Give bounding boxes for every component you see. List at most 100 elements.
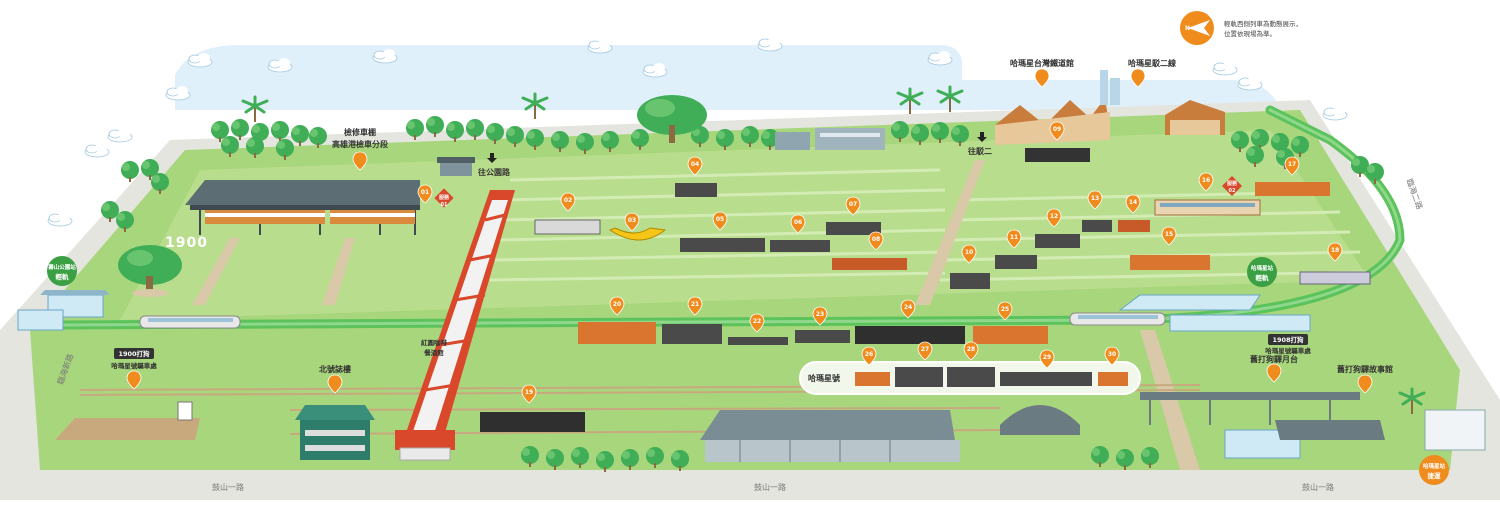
exhibit-marker-number: 29 xyxy=(1043,354,1051,361)
exhibit-marker-19[interactable]: 19 xyxy=(521,384,537,404)
lrt-train-east xyxy=(1069,312,1166,326)
story-hall-building xyxy=(1224,409,1486,459)
exhibit-marker-30[interactable]: 30 xyxy=(1104,346,1120,366)
exhibit-marker-02[interactable]: 02 xyxy=(560,192,576,212)
exhibit-marker-number: 06 xyxy=(794,219,802,226)
arrow-up-icon xyxy=(977,132,987,142)
exhibit-marker-05[interactable]: 05 xyxy=(712,211,728,231)
mrt-station-badge[interactable]: 哈瑪星站 捷運 xyxy=(1419,455,1449,485)
entrance-02-line2: 02 xyxy=(1229,188,1236,194)
exhibit-marker-number: 10 xyxy=(965,249,973,256)
hall-1900-label: 哈瑪星號驅車處 xyxy=(111,361,157,370)
entrance-01-line2: 01 xyxy=(441,202,448,208)
lrt-station-east xyxy=(1118,294,1311,332)
exhibit-marker-number: 03 xyxy=(628,217,636,224)
exhibit-marker-number: 01 xyxy=(421,189,429,196)
exhibit-marker-15[interactable]: 15 xyxy=(1161,226,1177,246)
road-bottom-right: 鼓山一路 xyxy=(1302,482,1334,492)
exhibit-marker-16[interactable]: 16 xyxy=(1198,172,1214,192)
entrance-02-badge[interactable]: 服務 02 xyxy=(1222,176,1242,196)
exhibit-marker-29[interactable]: 29 xyxy=(1039,349,1055,369)
exhibit-marker-number: 17 xyxy=(1288,161,1296,168)
exhibit-marker-number: 19 xyxy=(525,389,533,396)
banyan-tree-west xyxy=(118,245,182,297)
exhibit-marker-14[interactable]: 14 xyxy=(1125,194,1141,214)
lrt-station-west-badge[interactable]: 壽山公園站 輕軌 xyxy=(47,256,77,286)
entrance-01-badge[interactable]: 服務 01 xyxy=(434,188,454,208)
exhibit-marker-23[interactable]: 23 xyxy=(812,306,828,326)
exhibit-marker-17[interactable]: 17 xyxy=(1284,156,1300,176)
exhibit-marker-number: 04 xyxy=(691,161,699,168)
compass-icon[interactable]: N xyxy=(1180,11,1214,45)
exhibit-marker-number: 15 xyxy=(1165,231,1173,238)
lrt-station-east-badge[interactable]: 哈瑪星站 輕軌 xyxy=(1247,257,1277,287)
road-right-side: 臨海二路 xyxy=(1405,177,1425,210)
lrt-west-line2: 輕軌 xyxy=(56,272,70,281)
exhibit-marker-11[interactable]: 11 xyxy=(1006,229,1022,249)
hall-1908-tag-bg xyxy=(1268,334,1308,345)
compass-letter: N xyxy=(1185,25,1190,32)
exhibit-marker-10[interactable]: 10 xyxy=(961,244,977,264)
exhibit-marker-number: 02 xyxy=(564,197,572,204)
exhibit-marker-20[interactable]: 20 xyxy=(609,296,625,316)
exhibit-marker-number: 05 xyxy=(716,216,724,223)
museum-label: 哈瑪星台灣鐵道館 xyxy=(1010,58,1074,68)
low-buildings-north xyxy=(775,128,885,150)
exhibit-marker-22[interactable]: 22 xyxy=(749,313,765,333)
exhibit-marker-03[interactable]: 03 xyxy=(624,212,640,232)
exhibit-marker-01[interactable]: 01 xyxy=(417,184,433,204)
exhibit-marker-26[interactable]: 26 xyxy=(861,346,877,366)
entrance-01-line1: 服務 xyxy=(439,194,450,201)
exhibit-marker-24[interactable]: 24 xyxy=(900,299,916,319)
exhibit-marker-04[interactable]: 04 xyxy=(687,156,703,176)
hamasen-train-label: 哈瑪星號 xyxy=(808,373,840,383)
hall-1900-tag-bg xyxy=(114,348,154,359)
hall-1908-tag: 1908打狗 xyxy=(1272,335,1304,344)
exhibit-marker-13[interactable]: 13 xyxy=(1087,190,1103,210)
lrt-train-west xyxy=(139,315,241,329)
lrt-east-line2: 輕軌 xyxy=(1256,273,1270,282)
exhibit-markers: 01 02 03 04 05 06 07 08 09 10 11 12 13 14 15 16 17 18 19 20… xyxy=(417,121,1343,404)
exhibit-marker-number: 18 xyxy=(1331,247,1339,254)
workshop-shed xyxy=(185,180,420,235)
exhibit-marker-number: 22 xyxy=(753,318,761,325)
exhibit-marker-27[interactable]: 27 xyxy=(917,341,933,361)
exhibit-marker-07[interactable]: 07 xyxy=(845,196,861,216)
exhibit-marker-number: 23 xyxy=(816,311,824,318)
exhibit-marker-28[interactable]: 28 xyxy=(963,341,979,361)
exhibit-marker-21[interactable]: 21 xyxy=(687,296,703,316)
arrow-up-icon xyxy=(487,153,497,163)
exhibit-marker-18[interactable]: 18 xyxy=(1327,242,1343,262)
platform-label: 舊打狗驛月台 xyxy=(1250,354,1298,364)
train-cars xyxy=(480,148,1371,432)
to-park-road-label: 往公園路 xyxy=(478,167,511,177)
road-bottom-mid: 鼓山一路 xyxy=(754,482,786,492)
north-signal-tower-building xyxy=(295,405,375,460)
exhibit-marker-number: 09 xyxy=(1053,126,1061,133)
banyan-tree-center xyxy=(637,95,707,143)
ticket-hall-1900-deck xyxy=(55,401,200,440)
exhibit-marker-06[interactable]: 06 xyxy=(790,214,806,234)
exhibit-marker-number: 25 xyxy=(1001,306,1009,313)
exhibit-marker-number: 27 xyxy=(921,346,929,353)
exhibit-marker-number: 13 xyxy=(1091,195,1099,202)
exhibit-marker-25[interactable]: 25 xyxy=(997,301,1013,321)
cafe-label-line2: 餐酒館 xyxy=(423,348,444,357)
exhibit-marker-number: 21 xyxy=(691,301,699,308)
mrt-line1: 哈瑪星站 xyxy=(1423,462,1446,470)
cafe-label-line1: 紅圓咖啡 xyxy=(421,338,448,347)
exhibit-marker-08[interactable]: 08 xyxy=(868,231,884,251)
old-platform-canopy xyxy=(1140,392,1360,425)
exhibit-marker-12[interactable]: 12 xyxy=(1046,208,1062,228)
exhibit-marker-number: 07 xyxy=(849,201,857,208)
exhibit-marker-number: 20 xyxy=(613,301,621,308)
hall-1908-label: 哈瑪星號驅車處 xyxy=(1265,346,1311,355)
exhibit-marker-number: 26 xyxy=(865,351,873,358)
exhibit-marker-09[interactable]: 09 xyxy=(1049,121,1065,141)
sky-area xyxy=(175,45,1280,110)
exhibit-marker-number: 24 xyxy=(904,304,912,311)
workshop-label: 檢修車棚 xyxy=(344,127,376,137)
hall-1900-tag: 1900打狗 xyxy=(118,349,150,358)
exhibit-marker-number: 30 xyxy=(1108,351,1116,358)
